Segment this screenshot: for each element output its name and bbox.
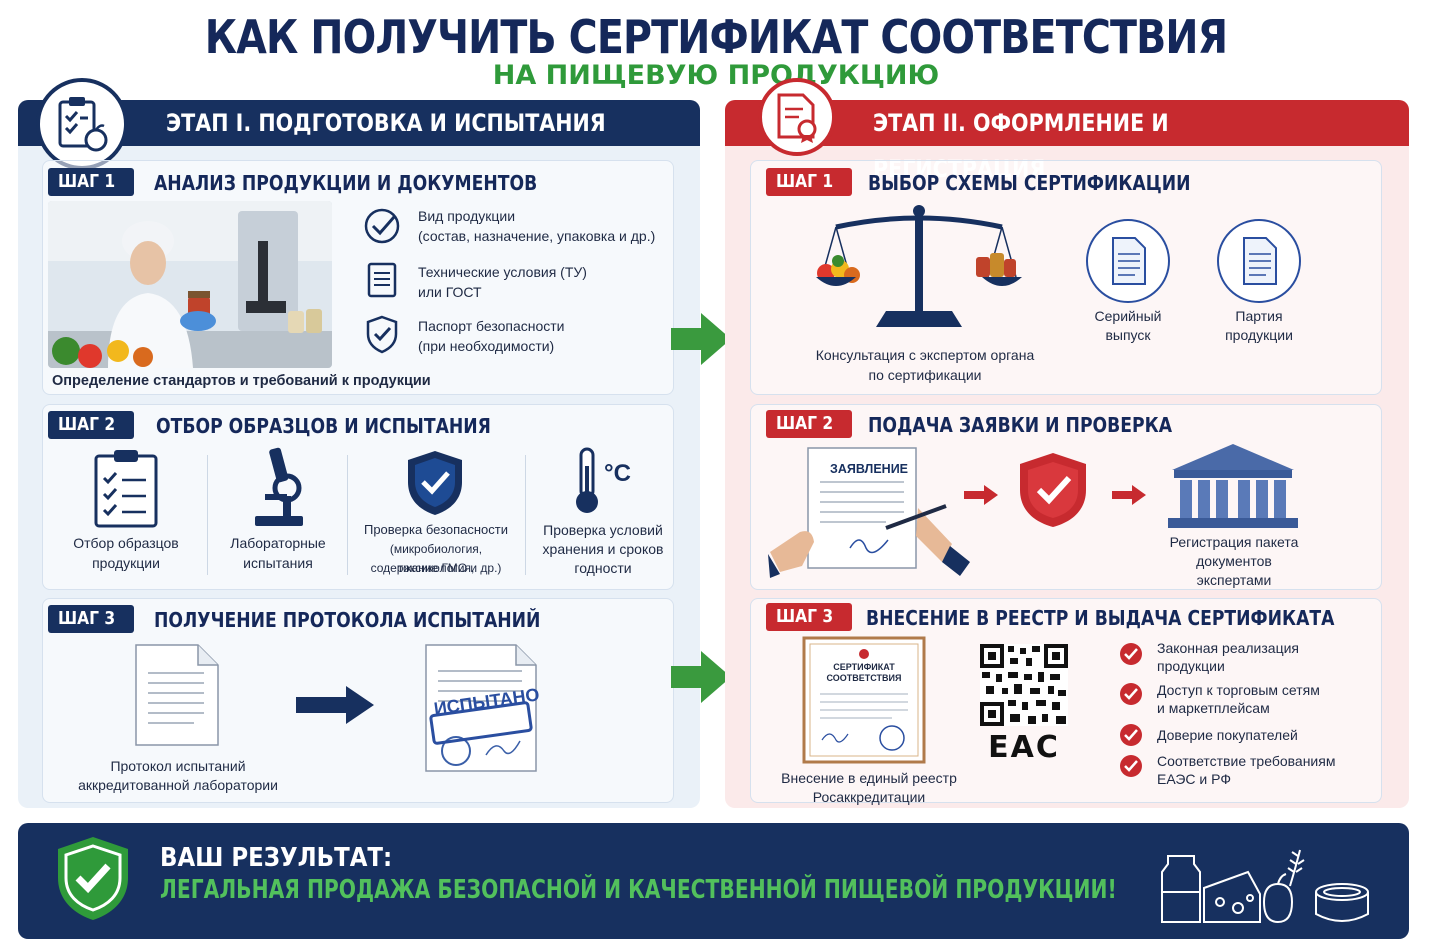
- caption-line: Протокол испытаний: [110, 758, 246, 774]
- benefit-text: Законная реализация: [1157, 640, 1300, 656]
- check-circle-icon: [1119, 723, 1143, 747]
- item-text: содержание ГМО и др.): [370, 561, 502, 575]
- check-circle-icon: [1119, 754, 1143, 778]
- divider: [525, 455, 526, 575]
- check-circle-icon: [1119, 642, 1143, 666]
- document-circle-icon[interactable]: [1085, 218, 1171, 304]
- step-title: ПОДАЧА ЗАЯВКИ И ПРОВЕРКА: [868, 413, 1173, 437]
- eac-mark: EAC: [988, 730, 1060, 765]
- item-text: годности: [574, 560, 632, 576]
- item-text: Технические условия (ТУ): [418, 264, 587, 280]
- scales-icon: [816, 203, 1022, 333]
- benefit-text: Доверие покупателей: [1157, 727, 1298, 743]
- clipboard-apple-icon: [36, 78, 128, 170]
- option-label: продукции: [1225, 327, 1293, 343]
- item-text: (микробиология, токсикология,: [389, 542, 483, 575]
- step-title: ВНЕСЕНИЕ В РЕЕСТР И ВЫДАЧА СЕРТИФИКАТА: [866, 606, 1335, 630]
- step-title: ОТБОР ОБРАЗЦОВ И ИСПЫТАНИЯ: [156, 414, 491, 438]
- step-badge: ШАГ 1: [766, 168, 853, 196]
- shield-check-icon: [54, 834, 132, 924]
- caption-line: по сертификации: [868, 367, 982, 383]
- result-banner: [18, 823, 1409, 939]
- item-text: Вид продукции: [418, 208, 516, 224]
- step-caption: Определение стандартов и требований к пр…: [52, 373, 431, 389]
- shield-check-icon: [404, 448, 466, 518]
- arrow-right-icon: [962, 483, 1000, 507]
- benefit-text: и маркетплейсам: [1157, 700, 1270, 716]
- item-text: испытания: [243, 555, 313, 571]
- caption-line: аккредитованной лаборатории: [78, 777, 278, 793]
- item-text: Отбор образцов: [73, 535, 179, 551]
- item-text: Лабораторные: [230, 535, 326, 551]
- item-text: или ГОСТ: [418, 284, 482, 300]
- page-subtitle: НА ПИЩЕВУЮ ПРОДУКЦИЮ: [492, 60, 940, 91]
- food-products-icon: [1160, 836, 1380, 926]
- thermometer-icon: [572, 446, 602, 516]
- application-document-icon: [766, 444, 972, 578]
- document-icon: [366, 261, 398, 299]
- shield-check-icon: [1016, 450, 1090, 530]
- government-building-icon: [1168, 442, 1298, 528]
- item-text: продукции: [92, 555, 160, 571]
- option-label: Серийный: [1094, 308, 1162, 324]
- item-text: Проверка безопасности: [363, 522, 509, 537]
- item-text: Проверка условий: [543, 522, 663, 538]
- benefit-text: Соответствие требованиям: [1157, 753, 1336, 769]
- arrow-right-icon: [1110, 483, 1148, 507]
- clipboard-checklist-icon: [92, 448, 160, 528]
- arrow-right-icon: [669, 311, 733, 367]
- check-circle-icon: [1119, 682, 1143, 706]
- checklist-icon: [362, 206, 402, 246]
- step-badge: ШАГ 3: [766, 603, 853, 631]
- option-label: Партия: [1235, 308, 1283, 324]
- step-badge: ШАГ 2: [766, 410, 853, 438]
- option-label: выпуск: [1105, 327, 1151, 343]
- divider: [347, 455, 348, 575]
- caption-line: экспертами: [1196, 572, 1272, 588]
- arrow-right-icon: [294, 684, 376, 726]
- doc-title: ЗАЯВЛЕНИЕ: [830, 462, 909, 476]
- step-title: АНАЛИЗ ПРОДУКЦИИ И ДОКУМЕНТОВ: [154, 171, 538, 195]
- step-badge: ШАГ 1: [48, 168, 135, 196]
- stage2-header: ЭТАП II. ОФОРМЛЕНИЕ И РЕГИСТРАЦИЯ: [725, 100, 1409, 183]
- benefit-text: ЕАЭС и РФ: [1157, 771, 1231, 787]
- shield-check-icon: [364, 314, 400, 354]
- item-text: (состав, назначение, упаковка и др.): [418, 228, 656, 244]
- item-text: (при необходимости): [418, 338, 555, 354]
- cert-title: СООТВЕТСТВИЯ: [826, 673, 902, 683]
- arrow-right-icon: [669, 649, 733, 705]
- step-title: ПОЛУЧЕНИЕ ПРОТОКОЛА ИСПЫТАНИЙ: [154, 608, 541, 632]
- document-circle-icon[interactable]: [1216, 218, 1302, 304]
- qr-code-icon[interactable]: [980, 644, 1068, 726]
- divider: [207, 455, 208, 575]
- caption-line: Внесение в единый реестр: [781, 770, 957, 786]
- benefit-text: продукции: [1157, 658, 1225, 674]
- stage1-header: ЭТАП I. ПОДГОТОВКА И ИСПЫТАНИЯ: [18, 100, 700, 146]
- tested-document-icon: [424, 643, 538, 773]
- caption-line: Регистрация пакета: [1169, 534, 1299, 550]
- thermo-unit: °C: [604, 460, 631, 487]
- page-title: КАК ПОЛУЧИТЬ СЕРТИФИКАТ СООТВЕТСТВИЯ: [204, 10, 1228, 64]
- step-title: ВЫБОР СХЕМЫ СЕРТИФИКАЦИИ: [868, 171, 1191, 195]
- microscope-icon: [247, 446, 309, 528]
- step-badge: ШАГ 2: [48, 411, 135, 439]
- result-label: ВАШ РЕЗУЛЬТАТ:: [160, 843, 393, 873]
- result-text: ЛЕГАЛЬНАЯ ПРОДАЖА БЕЗОПАСНОЙ И КАЧЕСТВЕН…: [160, 875, 1117, 905]
- certificate-document-icon: [802, 636, 926, 764]
- caption-line: Консультация с экспертом органа: [815, 347, 1035, 363]
- item-text: хранения и сроков: [542, 541, 664, 557]
- benefit-text: Доступ к торговым сетям: [1157, 682, 1320, 698]
- certificate-icon: [758, 78, 836, 156]
- caption-line: Росаккредитации: [812, 789, 926, 805]
- protocol-document-icon: [134, 643, 220, 747]
- caption-line: документов: [1196, 553, 1272, 569]
- lab-photo: [48, 201, 332, 368]
- cert-title: СЕРТИФИКАТ: [833, 662, 895, 672]
- item-text: Паспорт безопасности: [418, 318, 565, 334]
- step-badge: ШАГ 3: [48, 605, 135, 633]
